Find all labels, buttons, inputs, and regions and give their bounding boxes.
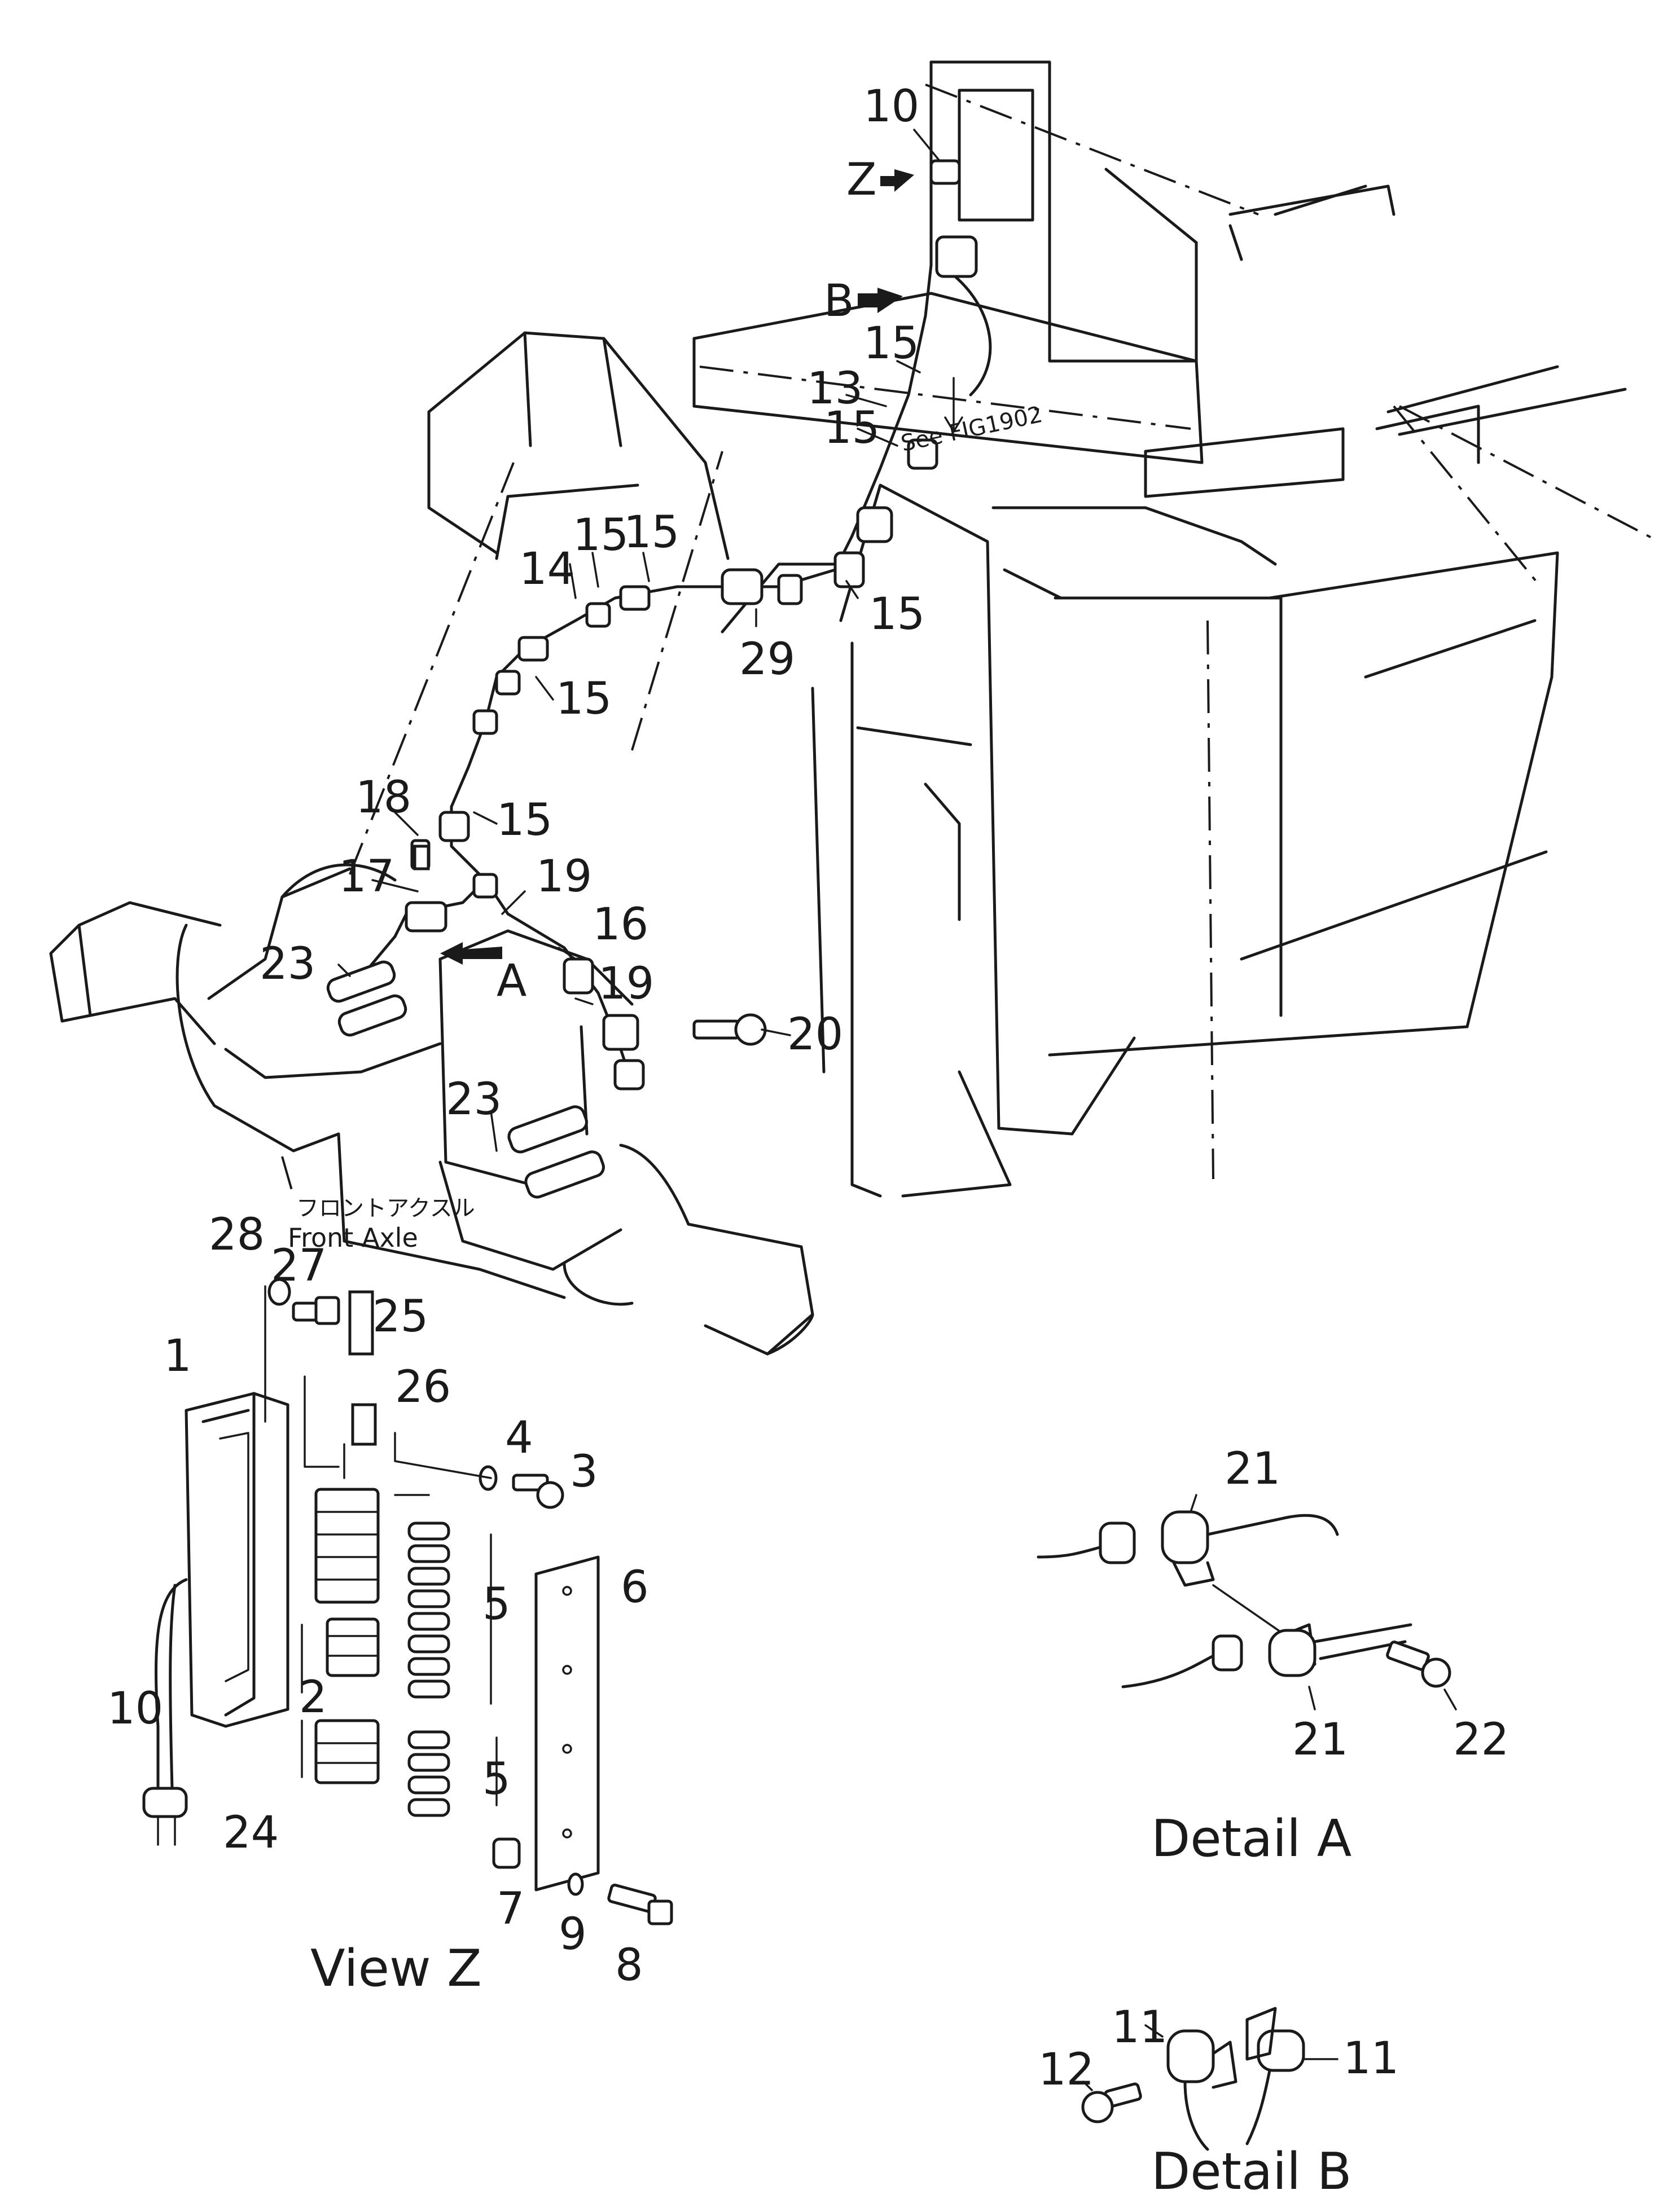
callout-21-b: 21 (1292, 1714, 1348, 1765)
callout-25: 25 (372, 1291, 428, 1342)
callout-15-f: 15 (869, 589, 925, 640)
callout-6: 6 (621, 1562, 649, 1613)
callout-labels: 10 Z B 15 13 15 See FIG1902 14 15 15 15 … (107, 81, 1509, 2095)
callout-26: 26 (395, 1362, 451, 1413)
captions: View Z Detail A Detail B (310, 1809, 1351, 2201)
callout-5-a: 5 (482, 1579, 511, 1630)
callout-19-a: 19 (536, 851, 592, 902)
callout-11-b: 11 (1343, 2033, 1399, 2084)
front-frame-drawing (49, 331, 837, 1356)
leader-lines (337, 129, 941, 1152)
callout-18: 18 (356, 772, 411, 823)
callout-b: B (824, 276, 854, 327)
callout-9: 9 (559, 1909, 587, 1960)
callout-10-top: 10 (863, 81, 919, 132)
callout-17: 17 (339, 851, 394, 902)
callout-11-a: 11 (1112, 2002, 1168, 2053)
callout-1: 1 (164, 1331, 192, 1382)
callout-27: 27 (271, 1241, 327, 1291)
front-axle-label-jp: フロントアクスル (296, 1195, 475, 1221)
view-z-caption: View Z (310, 1939, 482, 1998)
view-z-drawing (142, 1278, 673, 1925)
callout-14: 14 (519, 544, 575, 595)
callout-2: 2 (299, 1672, 327, 1723)
callout-23-a: 23 (260, 939, 315, 990)
callout-13: 13 (807, 363, 863, 414)
callout-29: 29 (739, 634, 795, 685)
callout-3: 3 (570, 1446, 598, 1497)
callout-22: 22 (1453, 1714, 1509, 1765)
callout-20: 20 (787, 1009, 843, 1060)
callout-23-b: 23 (446, 1074, 502, 1125)
callout-5-b: 5 (482, 1754, 511, 1805)
callout-28: 28 (209, 1210, 265, 1260)
callout-15-b: 15 (824, 403, 880, 454)
harness-parts (326, 159, 978, 1199)
callout-12: 12 (1038, 2044, 1094, 2095)
callout-7: 7 (497, 1884, 525, 1934)
callout-16: 16 (593, 899, 648, 950)
callout-z: Z (846, 155, 876, 205)
callout-15-e: 15 (556, 674, 612, 724)
callout-8: 8 (615, 1940, 643, 1991)
callout-15-g: 15 (497, 795, 552, 846)
detail-a-caption: Detail A (1151, 1809, 1351, 1868)
detail-b-drawing (1081, 2007, 1339, 2151)
front-axle-label: Front Axle (288, 1222, 418, 1253)
callout-15-d: 15 (624, 507, 679, 558)
detail-b-caption: Detail B (1151, 2142, 1351, 2201)
callout-24: 24 (223, 1808, 279, 1858)
callout-4: 4 (505, 1413, 533, 1463)
callout-10-bottom: 10 (107, 1683, 163, 1734)
callout-15-c: 15 (573, 510, 629, 561)
detail-a-drawing (1037, 1494, 1457, 1710)
callout-15-a: 15 (863, 318, 919, 369)
see-fig-note: See FIG1902 (899, 402, 1045, 457)
callout-19-b: 19 (598, 958, 654, 1009)
callout-21-a: 21 (1225, 1444, 1280, 1494)
callout-a: A (497, 956, 526, 1006)
